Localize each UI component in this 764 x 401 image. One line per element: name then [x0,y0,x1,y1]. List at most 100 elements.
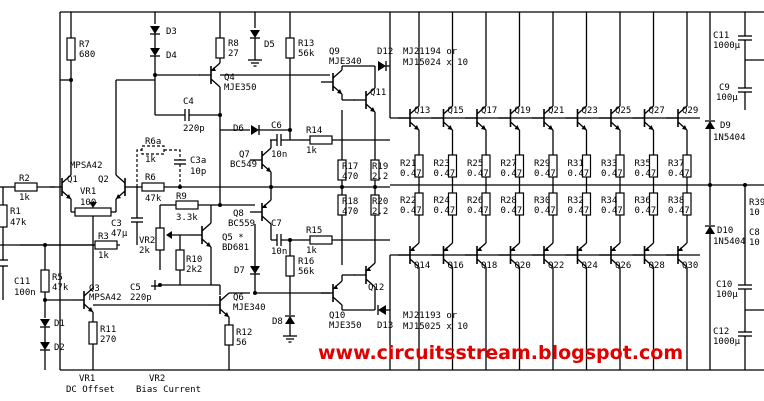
resistor-r5 [40,269,50,293]
voltage-amplifier-stage: D3 D4 R8 27 Q4 MJE350 C4 220p R9 3.3k VR… [93,12,266,370]
r5-value: 47k [52,283,69,293]
r12-value: 56 [236,338,247,348]
label-r28: R28 [501,196,517,206]
q6-type: MJE340 [233,303,266,313]
value-r25: 0.47 [467,169,489,179]
r9-value: 3.3k [176,213,198,223]
value-r32: 0.47 [568,206,590,216]
current-source: R5 47k D1 D2 Q3 MPSA42 R11 270 [39,243,122,370]
resistor-r7 [66,37,76,61]
diode-d5 [249,29,261,39]
transistor-q4 [198,62,221,88]
r19-value: 2.2 [372,172,388,182]
transistor-q5 [189,222,212,248]
label-r35: R35 [635,159,651,169]
c3a-value: 10p [190,167,206,177]
d9-type: 1N5404 [713,133,746,143]
label-q23: Q23 [582,106,598,116]
caption-vr1-desc: DC Offset [66,385,115,395]
label-r37: R37 [668,159,684,169]
d6-label: D6 [233,124,244,134]
r3-label: R3 [98,232,109,242]
r2-label: R2 [19,174,30,184]
r20-label: R20 [372,197,388,207]
c12-value: 1000µ [713,337,741,347]
r9-label: R9 [176,192,187,202]
label-q27: Q27 [649,106,665,116]
label-r26: R26 [467,196,483,206]
label-q16: Q16 [448,261,464,271]
label-r38: R38 [668,196,684,206]
value-r23: 0.47 [434,169,456,179]
q9-type: MJE340 [329,57,362,67]
c9-label: C9 [719,83,730,93]
label-q28: Q28 [649,261,665,271]
q1-label: Q1 [67,175,78,185]
transistor-q6 [207,292,230,318]
d1-label: D1 [54,319,65,329]
q7-type: BC549 [230,160,257,170]
r11-value: 270 [100,335,116,345]
diode-d2 [39,341,51,351]
d2-label: D2 [54,343,65,353]
d3-label: D3 [166,27,177,37]
label-r30: R30 [534,196,550,206]
c5-label: C5 [130,283,141,293]
label-q24: Q24 [582,261,598,271]
r11-label: R11 [100,325,116,335]
r17-value: 470 [342,172,358,182]
q9-label: Q9 [329,47,340,57]
diode-d10 [704,225,716,235]
value-r27: 0.47 [501,169,523,179]
label-q15: Q15 [448,106,464,116]
diode-d3 [149,25,161,35]
q5-type: BD681 [222,243,249,253]
c11-left-value: 100n [14,288,36,298]
value-r35: 0.47 [635,169,657,179]
r8-value: 27 [228,49,239,59]
diode-d13 [377,304,387,316]
transistor-q10 [320,280,343,306]
bottom-output-note-1: MJ21193 or [403,311,458,321]
c8-label: C8 [749,228,760,238]
value-r29: 0.47 [534,169,556,179]
value-r28: 0.47 [501,206,523,216]
value-r21: 0.47 [400,169,422,179]
resistor-r6a [141,145,165,155]
r39-label: R39 [749,198,764,208]
r6a-label: R6a [145,137,161,147]
value-r30: 0.47 [534,206,556,216]
d5-label: D5 [264,40,275,50]
supply-section: C11 1000µ C9 100µ D9 1N5404 D10 1N5404 C… [704,12,764,370]
ground-symbol [247,59,263,67]
label-r29: R29 [534,159,550,169]
d8-label: D8 [272,317,283,327]
diode-d8 [284,315,296,325]
r18-value: 470 [342,207,358,217]
r13-value: 56k [298,49,315,59]
r39-value: 10 [749,208,760,218]
pre-driver-stage: Q9 MJE340 D12 Q11 R17 470 R19 2.2 Q10 MJ… [220,12,393,370]
value-r34: 0.47 [601,206,623,216]
label-q19: Q19 [515,106,531,116]
value-r36: 0.47 [635,206,657,216]
resistor-r2 [14,182,38,192]
resistor-r9 [175,200,199,210]
mpsa42-label: MPSA42 [70,161,103,171]
d9-label: D9 [720,121,731,131]
value-r24: 0.47 [434,206,456,216]
label-r25: R25 [467,159,483,169]
value-r38: 0.47 [668,206,690,216]
diode-d9 [704,120,716,130]
label-r22: R22 [400,196,416,206]
r14-label: R14 [306,126,322,136]
d10-label: D10 [717,226,733,236]
label-q26: Q26 [615,261,631,271]
r14-value: 1k [306,146,317,156]
r13-label: R13 [298,39,314,49]
c3-label: C3 [111,219,122,229]
r17-label: R17 [342,162,358,172]
value-r31: 0.47 [568,169,590,179]
c8-value: 10 [749,238,760,248]
